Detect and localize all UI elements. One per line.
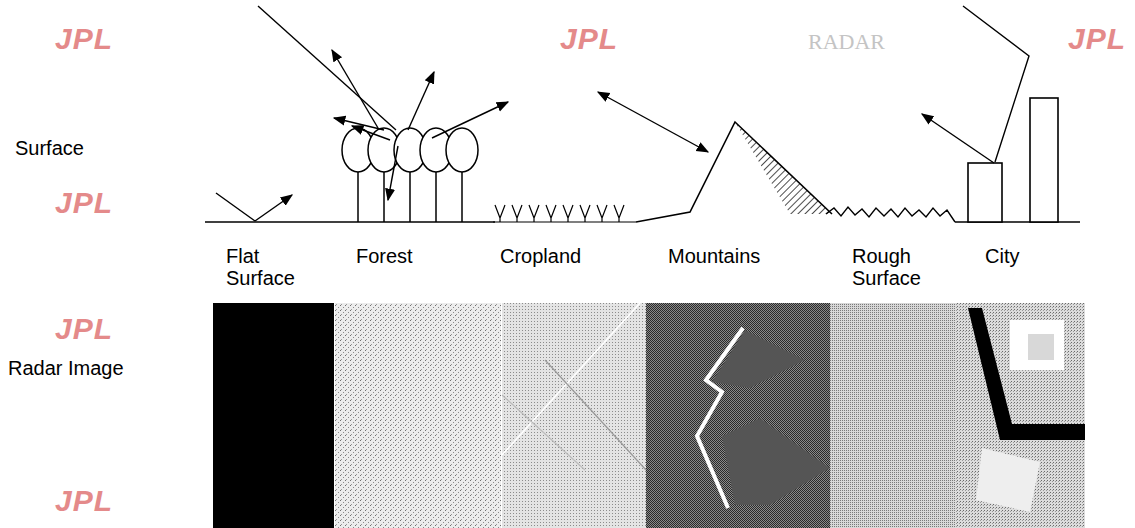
return-ray: [598, 92, 708, 152]
watermark-logo: JPL: [55, 22, 113, 55]
mountain-facet: [722, 418, 830, 505]
surface-label: Mountains: [668, 245, 760, 267]
city-block: [976, 448, 1040, 512]
watermark-logo: JPL: [55, 484, 113, 517]
surface-label: Cropland: [500, 245, 581, 267]
city-street: [968, 308, 1085, 440]
row-label: Surface: [15, 137, 84, 159]
flat-reflection: [216, 193, 292, 221]
mountain-facet: [712, 330, 805, 388]
field-lines: [502, 303, 646, 470]
watermark-text: RADAR: [808, 30, 885, 54]
rough-tile: [830, 303, 955, 528]
mountain-outline: [636, 122, 832, 222]
scatter-ray: [332, 50, 378, 128]
ground-line: [493, 221, 636, 222]
forest-tile: [335, 303, 501, 528]
cropland-tile: [502, 303, 646, 528]
reflected-ray: [255, 195, 292, 221]
surface-label: City: [985, 245, 1019, 267]
return-ray: [922, 114, 994, 163]
row-label: Radar Image: [8, 357, 124, 379]
tree-trunk: [357, 171, 359, 222]
incident-ray: [963, 6, 1029, 162]
forest-scatter: [258, 6, 508, 200]
watermark-logo: JPL: [55, 312, 113, 345]
field-line: [545, 360, 646, 470]
crop-row: [495, 205, 624, 222]
bright-slope: [697, 328, 743, 508]
watermark-logo: JPL: [560, 22, 618, 55]
tree-crown: [446, 128, 478, 172]
tree-trunk: [409, 171, 411, 222]
forest-trees: [342, 128, 478, 222]
watermark-logo: JPL: [1068, 22, 1126, 55]
city-block: [1028, 334, 1054, 360]
tree-trunk: [435, 171, 437, 222]
rough-surface: [826, 207, 955, 222]
city-block: [1010, 320, 1064, 370]
cropland-grass: [493, 205, 636, 222]
tree-trunk: [461, 171, 463, 222]
scatter-ray: [408, 72, 434, 130]
ground-line: [205, 221, 495, 223]
city-tile: [955, 303, 1085, 528]
field-line: [502, 395, 585, 470]
incident-ray: [258, 6, 396, 130]
field-line: [502, 303, 640, 455]
flat-tile: [213, 303, 334, 528]
watermark-logo: JPL: [55, 186, 113, 219]
scatter-ray: [388, 146, 398, 200]
building: [1030, 98, 1058, 222]
radar-image-strip: [213, 303, 1085, 528]
surface-label: Rough Surface: [852, 245, 948, 289]
surface-label: Forest: [356, 245, 413, 267]
incident-ray: [216, 193, 255, 221]
building: [968, 163, 1002, 222]
city: [922, 6, 1058, 222]
scatter-ray: [432, 102, 508, 138]
mountain: [598, 92, 832, 222]
scatter-ray: [352, 126, 390, 140]
surface-label: Flat Surface: [226, 245, 312, 289]
mountain-tile: [646, 303, 830, 528]
tree-trunk: [383, 171, 385, 222]
